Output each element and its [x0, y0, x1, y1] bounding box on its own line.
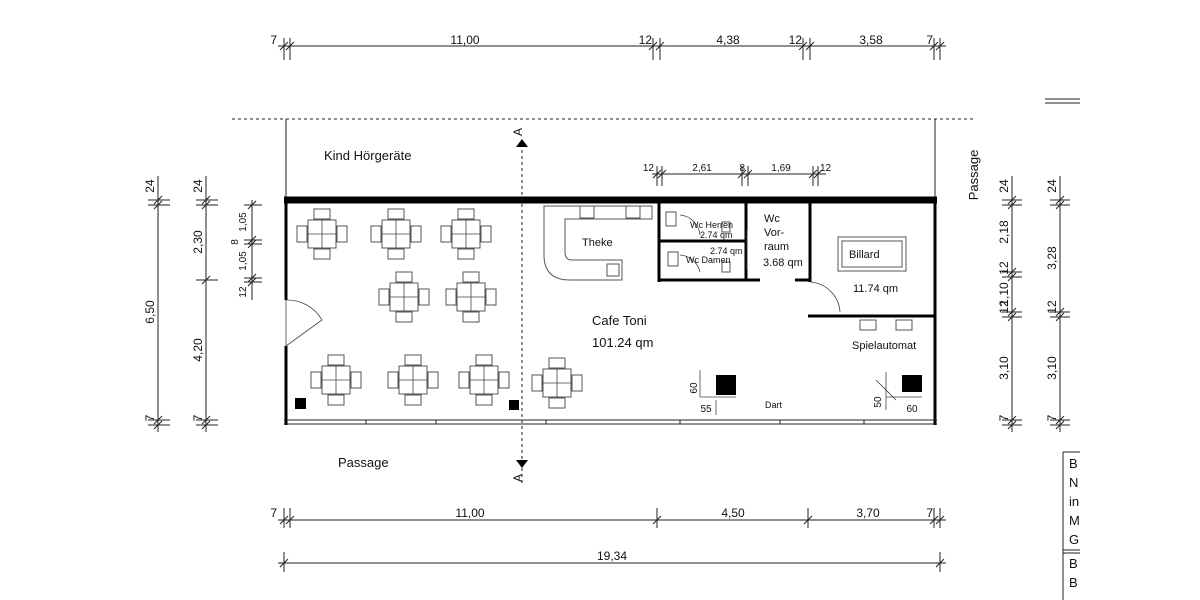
- dim-top-1: 11,00: [450, 33, 479, 47]
- wc-block-walls: [657, 202, 935, 318]
- dim-right-a-1: 2,18: [997, 220, 1011, 244]
- room-wc-herren: Wc Herren: [690, 220, 733, 230]
- dim-left-mid-0: 24: [191, 179, 205, 193]
- room-passage-bottom: Passage: [338, 455, 389, 470]
- slot-machines: [859, 319, 913, 331]
- room-wc-damen: Wc Damen: [686, 255, 731, 265]
- title-block-line-4: G: [1069, 532, 1079, 547]
- title-block-line-2: in: [1069, 494, 1079, 509]
- title-block-line-1: N: [1069, 475, 1078, 490]
- dim-right-b-3: 3,10: [1045, 356, 1059, 380]
- dim-top-2: 12: [639, 33, 653, 47]
- dart-boards: 60 55 50 60: [295, 370, 922, 415]
- title-block-line-5: B: [1069, 556, 1078, 571]
- dim-top-3: 4,38: [716, 33, 740, 47]
- table-7: [387, 354, 439, 406]
- dim-bottom-4: 7: [926, 506, 933, 520]
- dim-left-inner-0: 1,05: [238, 212, 249, 232]
- dim-left-inner-3: 12: [238, 286, 249, 298]
- dim-top-6: 7: [926, 33, 933, 47]
- dim-right-b-2: 12: [1045, 300, 1059, 314]
- dim-bottom-2: 4,50: [721, 506, 745, 520]
- room-billard: Billard: [849, 249, 880, 261]
- room-wc-herren-area: 2.74 qm: [700, 230, 733, 240]
- dim-top-0: 7: [270, 33, 277, 47]
- table-6: [310, 354, 362, 406]
- top-dimension-line: 7 11,00 12 4,38 12 3,58 7: [270, 33, 946, 60]
- room-kind-hoergeraete: Kind Hörgeräte: [324, 148, 411, 163]
- bottom-dimension-line: 7 11,00 4,50 3,70 7 19,34: [270, 506, 946, 572]
- section-line-a: A A: [511, 128, 528, 485]
- dining-tables: [296, 208, 583, 409]
- entrance-door: [285, 299, 323, 347]
- bar-counter: [543, 205, 653, 281]
- title-block-line-0: B: [1069, 456, 1078, 471]
- room-vorraum-2: Vor-: [764, 227, 785, 239]
- dim-inner-4: 12: [820, 163, 832, 174]
- dim-dart-right-0: 50: [873, 396, 884, 408]
- dim-inner-0: 12: [643, 163, 655, 174]
- dim-right-a-6: 7: [997, 414, 1011, 421]
- dim-dart-left-1: 55: [700, 404, 712, 415]
- dim-right-b-4: 7: [1045, 414, 1059, 421]
- dim-right-a-2: 12: [997, 261, 1011, 275]
- table-2: [370, 208, 422, 260]
- dim-left-outer-0: 24: [143, 179, 157, 193]
- dim-dart-right-1: 60: [906, 404, 918, 415]
- dim-left-mid-1: 2,30: [191, 230, 205, 254]
- room-spielautomat: Spielautomat: [852, 340, 916, 352]
- table-9: [531, 357, 583, 409]
- table-8: [458, 354, 510, 406]
- left-dimension-lines: 24 6,50 7 24 2,30 4,20 7 1,05 8 1,05 12: [143, 176, 262, 432]
- billiard-table: [837, 236, 907, 272]
- dim-top-4: 12: [789, 33, 803, 47]
- dim-total: 19,34: [597, 549, 627, 563]
- dim-right-a-5: 3,10: [997, 356, 1011, 380]
- dim-left-outer-1: 6,50: [143, 300, 157, 324]
- dim-left-inner-1: 8: [230, 239, 241, 245]
- dim-bottom-1: 11,00: [455, 506, 484, 520]
- dim-inner-2: 8: [739, 163, 745, 174]
- dim-inner-3: 1,69: [771, 163, 791, 174]
- dim-left-outer-2: 7: [143, 414, 157, 421]
- dim-inner-1: 2,61: [692, 163, 712, 174]
- room-wc-damen-area: 2.74 qm: [710, 246, 743, 256]
- room-vorraum-area: 3.68 qm: [763, 257, 803, 269]
- room-passage-right: Passage: [966, 150, 981, 201]
- title-block-line-6: B: [1069, 575, 1078, 590]
- dim-right-b-1: 3,28: [1045, 246, 1059, 270]
- dim-left-inner-2: 1,05: [238, 251, 249, 271]
- table-3: [440, 208, 492, 260]
- dim-dart-left-0: 60: [689, 382, 700, 394]
- room-theke: Theke: [582, 237, 613, 249]
- dim-right-a-3: 1,10: [997, 282, 1011, 306]
- building-walls: [284, 119, 937, 425]
- table-4: [378, 271, 430, 323]
- inner-top-dimension-line: 12 2,61 8 1,69 12: [643, 163, 832, 186]
- section-marker-bottom: A: [511, 474, 525, 482]
- dim-bottom-3: 3,70: [856, 506, 880, 520]
- dim-left-mid-2: 4,20: [191, 338, 205, 362]
- room-cafe-name: Cafe Toni: [592, 313, 647, 328]
- title-block: B N in M G B B: [1062, 451, 1080, 600]
- room-dart: Dart: [765, 400, 783, 410]
- dim-right-b-0: 24: [1045, 179, 1059, 193]
- room-vorraum-1: Wc: [764, 213, 780, 225]
- room-cafe-area: 101.24 qm: [592, 335, 653, 350]
- dim-top-5: 3,58: [859, 33, 883, 47]
- table-1: [296, 208, 348, 260]
- section-marker-top: A: [511, 128, 525, 136]
- dim-bottom-0: 7: [270, 506, 277, 520]
- dim-left-mid-3: 7: [191, 414, 205, 421]
- room-vorraum-3: raum: [764, 241, 789, 253]
- title-block-line-3: M: [1069, 513, 1080, 528]
- room-billard-area: 11.74 qm: [853, 283, 898, 295]
- dim-right-a-0: 24: [997, 179, 1011, 193]
- dim-right-a-4: 12: [997, 300, 1011, 314]
- table-5: [445, 271, 497, 323]
- right-dimension-lines: 24 2,18 12 1,10 12 3,10 7 24 3,28 12 3,1…: [997, 176, 1070, 432]
